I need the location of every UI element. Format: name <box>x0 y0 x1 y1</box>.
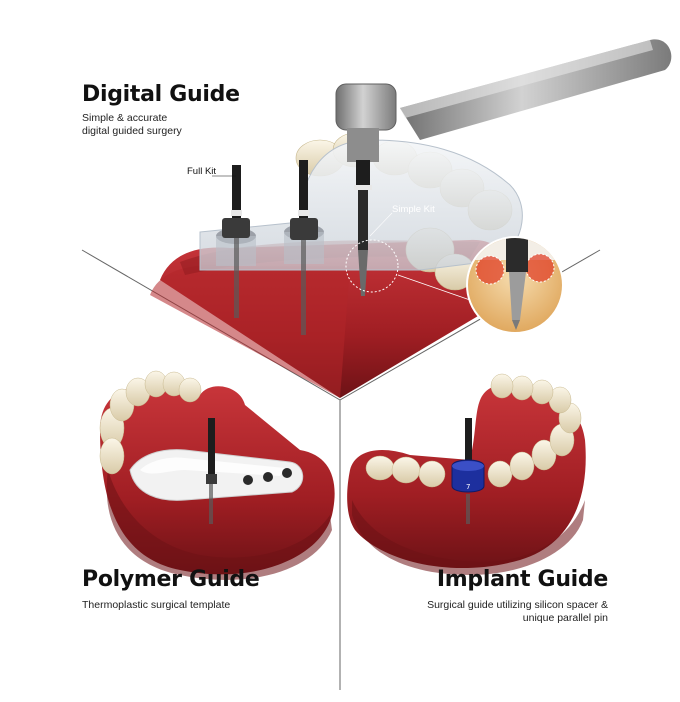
implant-guide-subtitle-line1: Surgical guide utilizing silicon spacer … <box>427 599 608 611</box>
simple-kit-callout: Simple Kit <box>392 204 435 215</box>
digital-guide-subtitle-line2: digital guided surgery <box>82 125 182 137</box>
implant-teeth <box>365 373 582 488</box>
polymer-lower-teeth <box>99 370 202 475</box>
digital-guide-subtitle-line1: Simple & accurate <box>82 112 168 124</box>
polymer-guide-scene <box>99 370 335 580</box>
full-kit-drill-left <box>222 165 250 318</box>
polymer-guide-title: Polymer Guide <box>82 567 260 592</box>
implant-guide-scene <box>347 373 586 575</box>
implant-guide-title: Implant Guide <box>436 567 608 592</box>
full-kit-callout: Full Kit <box>187 166 217 177</box>
digital-guide-title: Digital Guide <box>82 82 240 107</box>
spacer-number-label: 7 <box>466 483 471 491</box>
dental-handpiece <box>335 39 672 296</box>
digital-guide-scene <box>150 39 672 398</box>
implant-guide-subtitle-line2: unique parallel pin <box>522 612 608 624</box>
polymer-guide-subtitle: Thermoplastic surgical template <box>82 599 231 611</box>
simple-kit-highlight <box>345 239 399 293</box>
implant-guide-subtitle: Surgical guide utilizing silicon spacer … <box>368 599 608 625</box>
digital-guide-subtitle: Simple & accurate digital guided surgery <box>82 112 262 138</box>
zoom-detail-circle <box>466 236 564 334</box>
full-kit-drill-right <box>290 160 318 335</box>
